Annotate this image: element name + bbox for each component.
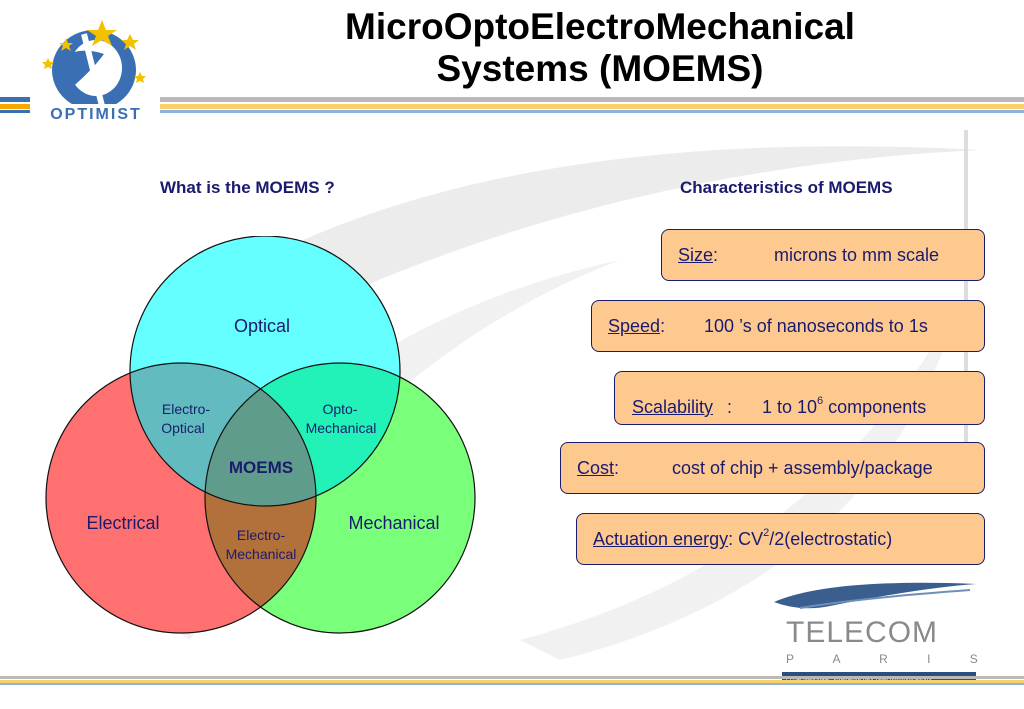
- label-electro-mechanical-1: Electro-: [237, 527, 286, 543]
- label-opto-mechanical-1: Opto-: [322, 401, 357, 417]
- telecom-logo-line-2: P A R I S: [786, 652, 980, 666]
- footer-divider: [0, 676, 1024, 685]
- characteristic-label: Speed: [608, 316, 661, 336]
- characteristic-value: microns to mm scale: [774, 245, 940, 265]
- characteristic-label: Actuation energy: [593, 529, 729, 549]
- label-electro-optical-1: Electro-: [162, 401, 211, 417]
- optimist-logo: [42, 20, 146, 115]
- characteristic-cost: Cost: cost of chip + assembly/package: [560, 442, 985, 494]
- characteristic-size: Size: microns to mm scale: [661, 229, 985, 281]
- label-opto-mechanical-2: Mechanical: [306, 420, 377, 436]
- page-title: MicroOptoElectroMechanical Systems (MOEM…: [260, 6, 940, 90]
- characteristic-label: Size: [678, 245, 714, 265]
- label-center-moems: MOEMS: [229, 458, 293, 477]
- telecom-swoosh-icon: [774, 582, 976, 609]
- label-electro-optical-2: Optical: [161, 420, 205, 436]
- characteristic-value: CV2/2(electrostatic): [738, 527, 893, 550]
- telecom-logo-line-1: TELECOM: [786, 616, 938, 649]
- outline-mechanical: [204, 362, 476, 634]
- label-optical: Optical: [234, 316, 290, 336]
- characteristic-value: 1 to 106 components: [762, 395, 927, 418]
- telecom-paris-logo: TELECOM P A R I S Ecole Nationale Supéri…: [774, 582, 980, 684]
- right-section-heading: Characteristics of MOEMS: [680, 178, 893, 197]
- venn-diagram: Optical Electrical Mechanical Electro- O…: [45, 236, 476, 634]
- characteristic-scalability: Scalability: 1 to 106 components: [614, 371, 985, 425]
- left-section-heading: What is the MOEMS ?: [160, 178, 335, 197]
- characteristic-speed: Speed: 100 ’s of nanoseconds to 1s: [591, 300, 985, 352]
- characteristic-label: Cost: [577, 458, 615, 478]
- label-electrical: Electrical: [86, 513, 159, 533]
- region-center-moems: [205, 363, 316, 506]
- characteristic-actuation-energy: Actuation energy: CV2/2(electrostatic): [576, 513, 985, 565]
- characteristic-label: Scalability: [632, 397, 714, 417]
- title-line-2: Systems (MOEMS): [436, 48, 764, 89]
- outline-optical: [129, 236, 401, 507]
- label-mechanical: Mechanical: [348, 513, 439, 533]
- optimist-logo-text: OPTIMIST: [34, 104, 158, 126]
- title-line-1: MicroOptoElectroMechanical: [345, 6, 855, 47]
- telecom-logo-line-3: Ecole Nationale Supérieure des Télécommu…: [786, 676, 931, 683]
- characteristic-value: 100 ’s of nanoseconds to 1s: [704, 316, 928, 336]
- outline-electrical: [45, 362, 317, 634]
- characteristic-value: cost of chip + assembly/package: [672, 458, 933, 478]
- header-divider: [0, 97, 1024, 113]
- label-electro-mechanical-2: Mechanical: [226, 546, 297, 562]
